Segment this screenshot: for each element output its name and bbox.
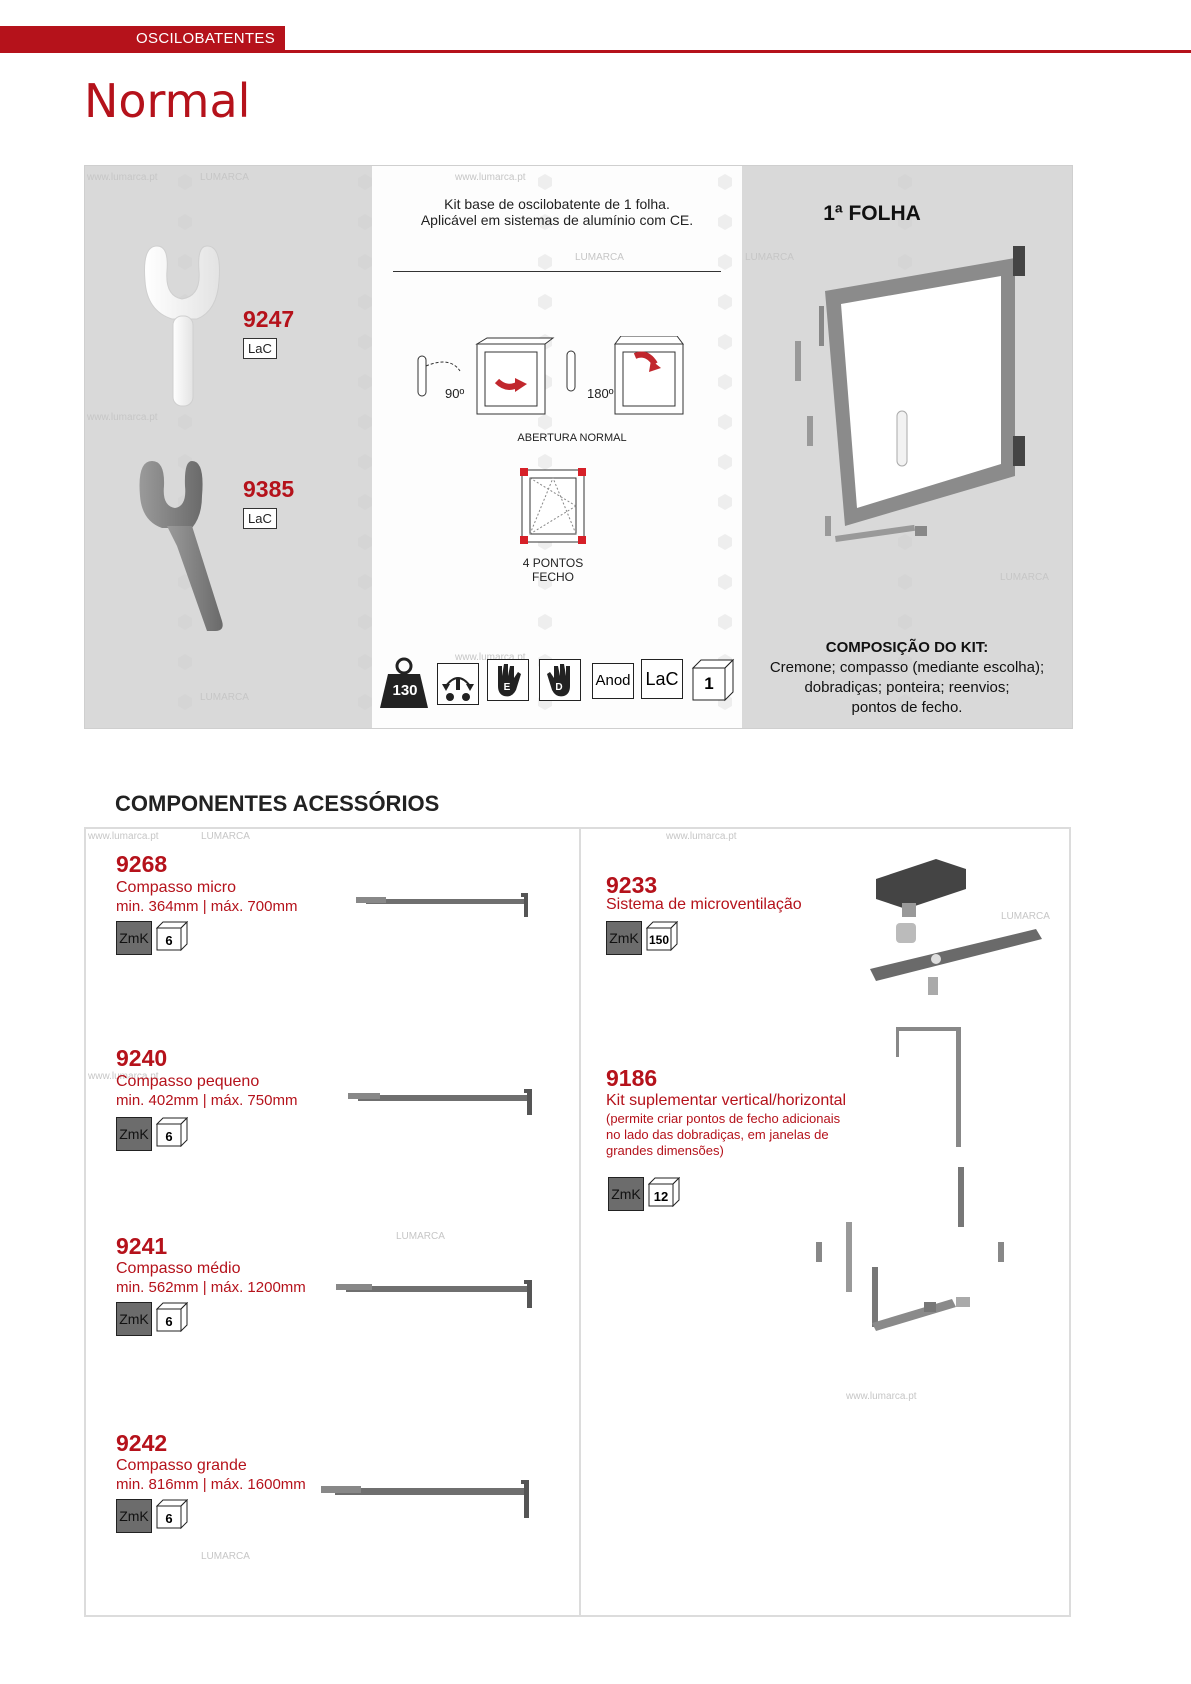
handle-code: 9385 (243, 476, 295, 502)
pack-qty: 6 (165, 1314, 173, 1329)
watermark-site: www.lumarca.pt (666, 831, 737, 842)
center-panel (372, 166, 742, 728)
pack-box-icon (646, 921, 678, 951)
section-tab: OSCILOBATENTES (0, 26, 285, 53)
compass-large-image (321, 1480, 529, 1518)
page-title: Normal (84, 74, 251, 128)
accessory-name: Kit suplementar vertical/horizontal (606, 1092, 847, 1109)
left-hand-letter: E (503, 682, 511, 693)
pack-qty: 150 (648, 933, 670, 947)
opening-diagram (417, 336, 684, 415)
kit-intro: Kit base de oscilobatente de 1 folha. Ap… (372, 196, 742, 228)
left-hand-svg (498, 664, 521, 697)
closing-points-line1: 4 PONTOS (522, 556, 584, 570)
angle-90-label: 90º (445, 386, 465, 401)
header-rule (0, 50, 1191, 53)
right-hand-letter: D (555, 682, 563, 693)
pack-box-icon (156, 1302, 188, 1332)
compass-medium-image (336, 1280, 532, 1308)
handle-code: 9247 (243, 306, 295, 332)
kit-composition-line3: pontos de fecho. (851, 699, 963, 716)
accessory-note: (permite criar pontos de fecho adicionai… (606, 1111, 840, 1159)
finish-badge: ZmK (116, 1499, 152, 1533)
kit-composition-title: COMPOSIÇÃO DO KIT: (825, 639, 989, 656)
finish-badge: LaC (243, 508, 277, 529)
accessory-name: Compasso pequeno (116, 1073, 260, 1090)
finish-badge: ZmK (116, 1302, 152, 1336)
accessory-spec: min. 364mm | máx. 700mm (116, 898, 298, 915)
anod-badge: Anod (592, 663, 634, 699)
accessories-title: COMPONENTES ACESSÓRIOS (115, 791, 440, 816)
watermark-site: www.lumarca.pt (88, 831, 159, 842)
intro-divider (393, 271, 721, 272)
accessory-code: 9268 (116, 851, 168, 877)
watermark-brand: LUMARCA (396, 1231, 445, 1242)
finish-badge: ZmK (608, 1177, 644, 1211)
kit-intro-line1: Kit base de oscilobatente de 1 folha. (444, 196, 670, 212)
kit-composition-line2: dobradiças; ponteira; reenvios; (804, 679, 1010, 696)
kit-leaf-title: 1ª FOLHA (823, 202, 921, 225)
accessory-code: 9240 (116, 1045, 168, 1071)
accessory-code: 9242 (116, 1430, 168, 1456)
pack-qty: 6 (165, 1129, 173, 1144)
left-hand-icon (487, 659, 529, 701)
closing-points-diagram (520, 468, 586, 544)
pack-box-icon (156, 921, 188, 951)
accessories-divider (579, 829, 581, 1615)
accessory-note-line2: no lado das dobradiças, em janelas de (606, 1127, 829, 1142)
watermark-brand: LUMARCA (201, 1551, 250, 1562)
accessory-name: Compasso micro (116, 879, 237, 896)
finish-badge: ZmK (606, 921, 642, 955)
kit-composition-text: Cremone; compasso (mediante escolha); do… (742, 658, 1072, 718)
pack-box-icon (648, 1177, 680, 1207)
angle-180-label: 180º (587, 386, 614, 401)
accessory-name: Sistema de microventilação (606, 896, 802, 913)
pack-qty: 1 (704, 674, 714, 693)
right-hand-icon (539, 659, 581, 701)
pack-box-icon (691, 658, 735, 702)
accessory-code: 9186 (606, 1065, 658, 1091)
weight-value: 130 (392, 682, 418, 699)
finish-badge: ZmK (116, 921, 152, 955)
pack-qty: 12 (653, 1189, 669, 1204)
weight-icon (380, 657, 428, 708)
closing-points-caption: 4 PONTOS FECHO (468, 556, 638, 584)
compass-micro-image (356, 893, 528, 917)
accessory-spec: min. 562mm | máx. 1200mm (116, 1279, 306, 1296)
closing-points-line2: FECHO (532, 570, 574, 584)
accessory-note-line3: grandes dimensões) (606, 1143, 724, 1158)
window-kit-image (795, 246, 1025, 542)
kit-intro-line2: Aplicável em sistemas de alumínio com CE… (420, 212, 694, 228)
pack-box-icon (156, 1117, 188, 1147)
pack-box-icon (156, 1499, 188, 1529)
watermark-brand: LUMARCA (201, 831, 250, 842)
finish-badge: LaC (243, 338, 277, 359)
accessory-code: 9241 (116, 1233, 168, 1259)
opening-caption: ABERTURA NORMAL (517, 432, 627, 444)
accessory-spec: min. 402mm | máx. 750mm (116, 1092, 298, 1109)
accessory-note-line1: (permite criar pontos de fecho adicionai… (606, 1111, 841, 1126)
rotation-icon (437, 663, 479, 705)
accessory-spec: min. 816mm | máx. 1600mm (116, 1476, 306, 1493)
microventilation-image (870, 859, 1042, 995)
handle-9385-image (139, 461, 223, 631)
accessory-code: 9233 (606, 872, 658, 898)
supplementary-kit-image (816, 1027, 1004, 1331)
product-box: www.lumarca.pt LUMARCA www.lumarca.pt LU… (84, 165, 1073, 729)
accessories-box: www.lumarca.pt LUMARCA www.lumarca.pt LU… (84, 827, 1071, 1617)
watermark-site: www.lumarca.pt (846, 1391, 917, 1402)
pack-qty: 6 (165, 933, 173, 948)
accessory-name: Compasso grande (116, 1457, 247, 1474)
compass-small-image (348, 1089, 532, 1115)
handle-9247-image (144, 245, 220, 407)
lac-badge: LaC (641, 659, 683, 699)
accessory-name: Compasso médio (116, 1260, 241, 1277)
pack-qty: 6 (165, 1511, 173, 1526)
kit-composition-line1: Cremone; compasso (mediante escolha); (769, 659, 1045, 676)
finish-badge: ZmK (116, 1117, 152, 1151)
rotation-icon-svg (442, 677, 474, 701)
right-hand-svg (547, 664, 570, 697)
left-panel (85, 166, 372, 728)
